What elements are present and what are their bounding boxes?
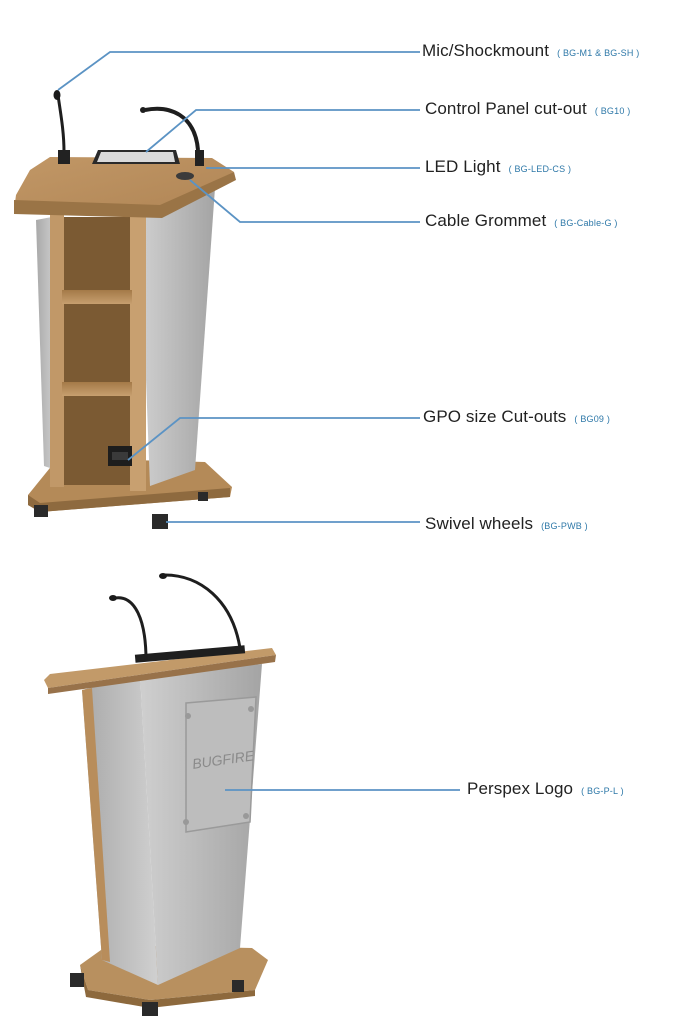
callout-logo: Perspex Logo ( BG-P-L ) [467,779,624,799]
lectern-rear-view: BUGFIRE [44,573,276,1016]
leader-mic [57,51,420,91]
led-gooseneck [144,106,200,151]
callout-control-panel-label: Control Panel cut-out [425,99,587,118]
callout-gpo-label: GPO size Cut-outs [423,407,567,426]
leader-control-panel [145,109,420,153]
mic-gooseneck [56,94,66,153]
lectern-front-view [14,90,236,529]
rear-wheels [70,973,244,1016]
callout-grommet-code: ( BG-Cable-G ) [554,218,618,228]
rear-base-edge [80,965,255,1008]
swivel-wheels [34,492,208,529]
callout-wheels: Swivel wheels (BG-PWB ) [425,514,588,534]
upright-left [50,215,64,487]
rear-mic-right [164,573,242,649]
rear-wood-strip [82,688,110,962]
callout-grommet: Cable Grommet ( BG-Cable-G ) [425,211,618,231]
callout-mic-code: ( BG-M1 & BG-SH ) [557,48,640,58]
cabinet-back [60,217,132,485]
callout-control-panel-code: ( BG10 ) [594,106,631,116]
callout-grommet-label: Cable Grommet [425,211,547,230]
perspex-logo-plate [185,696,257,833]
callout-wheels-label: Swivel wheels [425,514,534,533]
top-edge [14,172,236,218]
callout-mic-label: Mic/Shockmount [422,41,550,60]
base-edge [28,488,230,512]
callout-wheels-code: (BG-PWB ) [541,521,588,531]
control-panel-screen [97,152,175,162]
rear-top-edge [48,655,276,694]
callout-led-label: LED Light [425,157,501,176]
callout-mic: Mic/Shockmount ( BG-M1 & BG-SH ) [422,41,639,61]
shelf-lower [62,382,132,396]
callout-led-code: ( BG-LED-CS ) [508,164,572,174]
callout-led: LED Light ( BG-LED-CS ) [425,157,571,177]
leader-grommet [189,179,420,223]
leader-lines [57,51,460,791]
callout-logo-code: ( BG-P-L ) [581,786,624,796]
upright-right [130,215,146,491]
led-base [195,150,204,166]
callout-control-panel: Control Panel cut-out ( BG10 ) [425,99,630,119]
rear-top [44,648,276,688]
steel-side-right [140,188,215,486]
cable-grommet [176,172,194,180]
shelf-upper [62,290,132,304]
callout-logo-label: Perspex Logo [467,779,574,798]
gpo-socket [112,452,128,460]
callout-gpo: GPO size Cut-outs ( BG09 ) [423,407,610,427]
rear-mic-left [114,596,148,661]
mic-shockmount [58,150,70,164]
rear-rail [134,645,246,663]
mic-head [53,90,61,100]
leader-gpo [127,417,420,461]
led-head [140,107,146,113]
callout-gpo-code: ( BG09 ) [574,414,611,424]
